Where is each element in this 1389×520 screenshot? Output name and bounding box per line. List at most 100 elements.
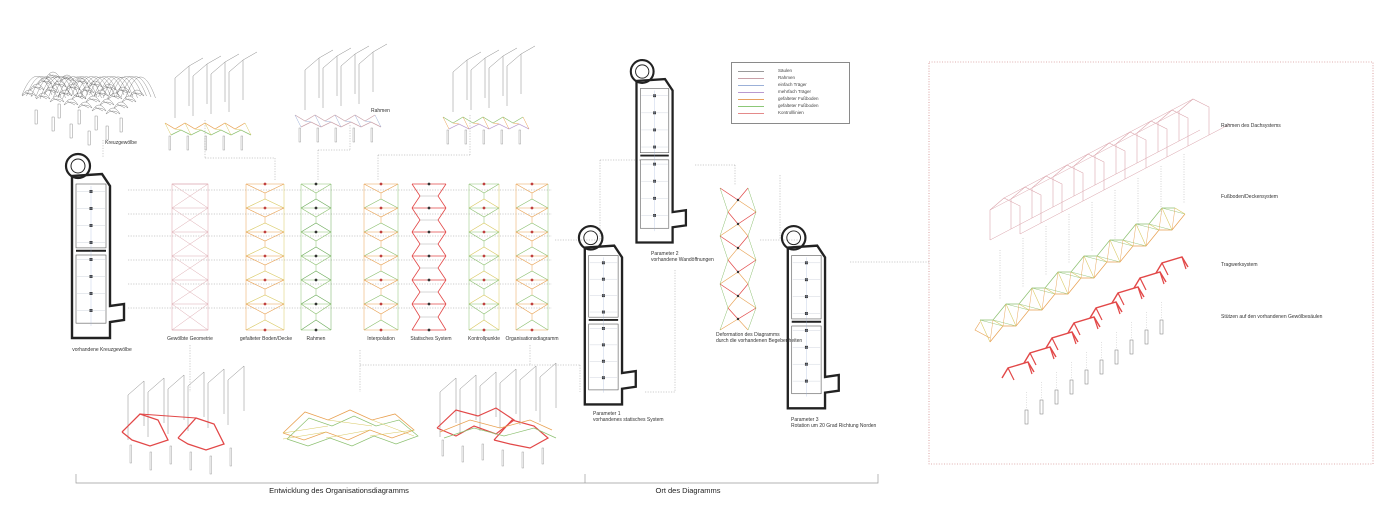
floor-diag <box>992 319 1017 327</box>
vault-column <box>69 123 73 139</box>
plan-tower-inner <box>70 158 86 174</box>
floor-plans <box>64 59 840 410</box>
floor-rib <box>1135 223 1147 247</box>
static-node <box>427 302 431 306</box>
frame-panel <box>519 365 537 425</box>
roof-frame <box>1031 175 1063 218</box>
floor-link <box>234 128 242 131</box>
zig-node <box>482 302 486 306</box>
support-column <box>1144 329 1149 345</box>
frame-panel <box>459 374 477 434</box>
static-right <box>437 255 447 281</box>
floor-rib <box>1174 207 1186 215</box>
floor-link <box>522 116 530 130</box>
frame-panel <box>340 53 356 106</box>
zig-b <box>300 319 332 331</box>
roof-ridge <box>1150 109 1173 122</box>
zig-node <box>379 254 383 258</box>
frame-panel <box>358 51 374 104</box>
deform-node <box>736 294 740 298</box>
label-interpolation: Interpolation <box>367 336 395 342</box>
frame-panel <box>192 63 208 116</box>
plan-tower <box>64 152 92 180</box>
tragwerk-frame <box>1111 286 1145 304</box>
frame-panel <box>207 368 225 428</box>
floor-rib <box>1122 239 1134 247</box>
static-left <box>411 279 421 305</box>
vault-arc <box>99 98 115 106</box>
roof-frame <box>1178 98 1210 141</box>
frame-roof <box>484 49 500 59</box>
vault-curve <box>89 76 120 99</box>
vault-arc <box>87 80 103 88</box>
roof-frame <box>1157 109 1189 152</box>
floor-link <box>354 114 362 128</box>
diagram-strips <box>171 182 757 332</box>
static-node <box>427 328 431 332</box>
exploded-axonometric <box>974 98 1231 425</box>
deform-side <box>719 235 729 261</box>
frame-panel <box>174 65 190 118</box>
strip-diag <box>171 207 209 233</box>
deform-side <box>719 307 729 331</box>
floor-diag <box>1158 207 1163 231</box>
roof-frame <box>989 197 1021 240</box>
deform-node <box>736 198 740 202</box>
zig-b <box>363 319 399 331</box>
vault-column <box>34 109 38 125</box>
zig-node <box>530 230 534 234</box>
legend-item: einfach Träger <box>738 82 843 88</box>
zig-node <box>314 328 318 332</box>
floor-rib <box>992 319 1004 327</box>
deform-a <box>719 235 749 249</box>
floor-diag <box>1067 271 1072 295</box>
deform-a <box>727 259 757 273</box>
tragwerk-leg <box>1049 346 1055 360</box>
model-column <box>229 447 232 467</box>
floor-rib <box>1161 207 1173 231</box>
floor-end <box>974 321 991 339</box>
support-column <box>1024 409 1029 425</box>
floor-link <box>184 122 192 136</box>
frame-roof <box>318 49 334 59</box>
plan-tower <box>629 59 655 84</box>
tragwerk-leg <box>1139 277 1147 291</box>
zig-node <box>314 230 318 234</box>
legend-item: gefalteter Fußboden <box>738 103 843 109</box>
static-right <box>437 279 447 305</box>
legend-swatch <box>738 99 764 100</box>
plan-outline <box>70 172 126 340</box>
strip-diag <box>171 279 209 305</box>
frame-column <box>316 127 319 143</box>
model2-floor <box>282 409 415 441</box>
vault-arc <box>93 89 109 97</box>
floor-plan <box>780 224 840 410</box>
floor-diag <box>1002 303 1007 327</box>
floor-diag <box>1135 223 1160 231</box>
strip-diag <box>171 303 209 331</box>
support-column <box>1084 369 1089 385</box>
roof-ridge <box>1024 175 1047 188</box>
floor-link <box>442 116 450 130</box>
zig-node <box>379 230 383 234</box>
frame-panel <box>127 380 145 440</box>
vault-arc <box>85 95 101 103</box>
frame-roof <box>372 43 388 53</box>
vault-arc <box>43 86 59 94</box>
vault-column <box>51 116 55 132</box>
deform-b <box>719 318 749 331</box>
roof-eave <box>1157 110 1180 123</box>
floor-link <box>314 114 322 128</box>
floor-diag <box>979 319 1004 327</box>
label-kreuzgewoelbe: Kreuzgewölbe <box>105 140 137 146</box>
static-node <box>427 254 431 258</box>
zig-node <box>314 182 318 186</box>
vault-arc <box>21 89 37 97</box>
label-deformation-line2: durch die vorhandenen Begebenheiten <box>716 338 803 344</box>
floor-link <box>174 128 182 131</box>
right-panel-frame <box>928 61 1374 465</box>
label-parameter3-line2: Rotation um 20 Grad Richtung Norden <box>791 423 877 429</box>
plan-tower-inner <box>786 230 802 246</box>
roof-frame <box>1094 142 1126 185</box>
floor-rib <box>1031 287 1043 311</box>
